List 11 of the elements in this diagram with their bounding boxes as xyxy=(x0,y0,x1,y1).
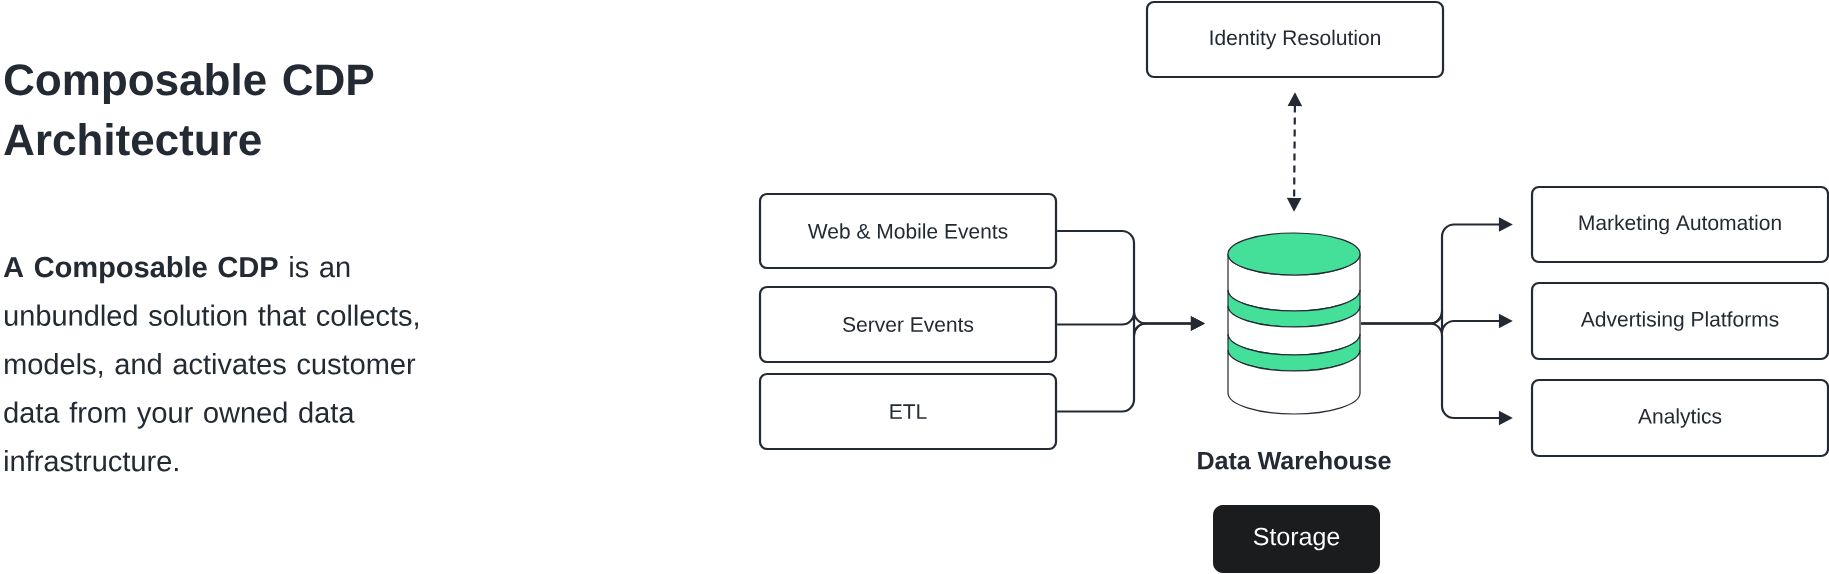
process-box: Web & Mobile Events xyxy=(758,192,1058,270)
process-box: Analytics xyxy=(1530,378,1829,458)
process-box: Identity Resolution xyxy=(1145,0,1445,79)
process-box: Advertising Platforms xyxy=(1530,281,1829,361)
process-box: Marketing Automation xyxy=(1530,185,1829,264)
process-box: Server Events xyxy=(758,285,1058,364)
node-label: Data Warehouse xyxy=(1198,451,1391,470)
storage-badge: Storage xyxy=(1213,505,1380,573)
title: Composable CDP Architecture xyxy=(4,63,374,156)
description-text: A Composable CDP is an unbundled solution that collects, models, and activates customer data from your owned data infrastructure. xyxy=(3,256,418,472)
process-box: ETL xyxy=(758,372,1058,451)
